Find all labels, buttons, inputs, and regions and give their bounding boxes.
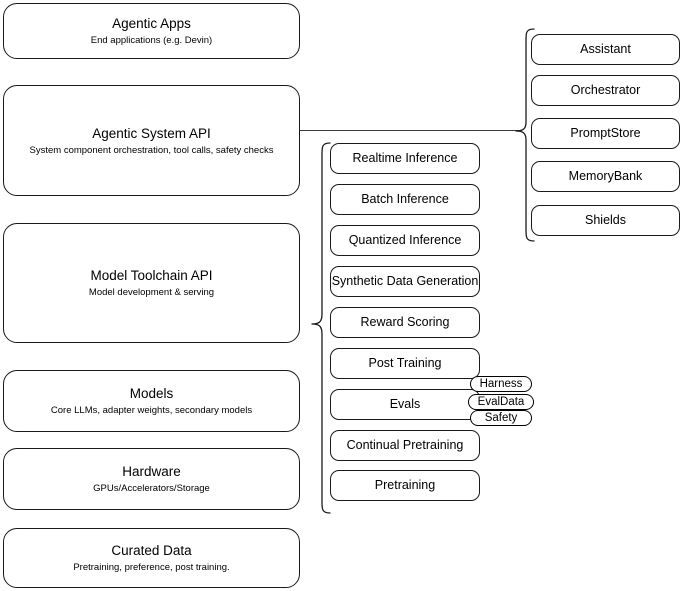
layer-title: Model Toolchain API (90, 268, 213, 283)
layer-subtitle: Pretraining, preference, post training. (73, 562, 230, 573)
item-label: Pretraining (374, 478, 436, 492)
agentic-item-assistant[interactable]: Assistant (531, 34, 680, 65)
layer-box-curated-data[interactable]: Curated Data Pretraining, preference, po… (3, 528, 300, 588)
item-label: PromptStore (570, 126, 641, 140)
layer-subtitle: Core LLMs, adapter weights, secondary mo… (50, 405, 253, 416)
toolchain-item-pretraining[interactable]: Pretraining (330, 470, 480, 501)
item-label: Post Training (368, 356, 442, 370)
agentic-item-memorybank[interactable]: MemoryBank (531, 161, 680, 192)
layer-subtitle: GPUs/Accelerators/Storage (93, 483, 210, 494)
layer-box-model-toolchain-api[interactable]: Model Toolchain API Model development & … (3, 223, 300, 343)
toolchain-item-reward-scoring[interactable]: Reward Scoring (330, 307, 480, 338)
item-label: Assistant (580, 42, 631, 56)
layer-subtitle: Model development & serving (88, 287, 215, 298)
item-label: Realtime Inference (352, 151, 458, 165)
layer-subtitle: System component orchestration, tool cal… (29, 144, 274, 156)
agentic-item-orchestrator[interactable]: Orchestrator (531, 75, 680, 106)
eval-badge-evaldata[interactable]: EvalData (468, 394, 534, 410)
toolchain-item-quantized-inference[interactable]: Quantized Inference (330, 225, 480, 256)
brace-toolchain (311, 142, 331, 514)
toolchain-item-realtime-inference[interactable]: Realtime Inference (330, 143, 480, 174)
eval-badge-label: Safety (484, 411, 518, 424)
eval-badge-label: EvalData (477, 395, 525, 408)
item-label: Synthetic Data Generation (331, 274, 479, 288)
eval-badge-harness[interactable]: Harness (470, 376, 532, 392)
toolchain-item-post-training[interactable]: Post Training (330, 348, 480, 379)
item-label: MemoryBank (568, 169, 643, 183)
toolchain-item-continual-pretraining[interactable]: Continual Pretraining (330, 430, 480, 461)
layer-title: Hardware (122, 464, 181, 479)
layer-box-models[interactable]: Models Core LLMs, adapter weights, secon… (3, 370, 300, 432)
eval-badge-label: Harness (479, 377, 523, 390)
layer-title: Curated Data (111, 543, 192, 558)
toolchain-item-evals[interactable]: Evals (330, 389, 480, 420)
brace-agentic-system (515, 28, 535, 242)
layer-title: Agentic System API (92, 125, 211, 141)
item-label: Quantized Inference (348, 233, 462, 247)
layer-title: Agentic Apps (112, 16, 191, 31)
item-label: Evals (389, 397, 421, 411)
item-label: Continual Pretraining (346, 438, 464, 452)
layer-box-hardware[interactable]: Hardware GPUs/Accelerators/Storage (3, 448, 300, 510)
eval-badge-safety[interactable]: Safety (470, 410, 532, 426)
toolchain-item-synthetic-data-generation[interactable]: Synthetic Data Generation (330, 266, 480, 297)
layer-title: Models (129, 386, 174, 401)
layer-box-agentic-apps[interactable]: Agentic Apps End applications (e.g. Devi… (3, 3, 300, 59)
item-label: Batch Inference (361, 192, 449, 206)
layer-subtitle: End applications (e.g. Devin) (90, 35, 213, 46)
toolchain-item-batch-inference[interactable]: Batch Inference (330, 184, 480, 215)
connector-line-agentic-system (300, 130, 522, 131)
layer-box-agentic-system-api[interactable]: Agentic System API System component orch… (3, 85, 300, 196)
agentic-item-promptstore[interactable]: PromptStore (531, 118, 680, 149)
item-label: Orchestrator (570, 83, 641, 97)
agentic-item-shields[interactable]: Shields (531, 205, 680, 236)
item-label: Shields (585, 213, 626, 227)
item-label: Reward Scoring (360, 315, 450, 329)
